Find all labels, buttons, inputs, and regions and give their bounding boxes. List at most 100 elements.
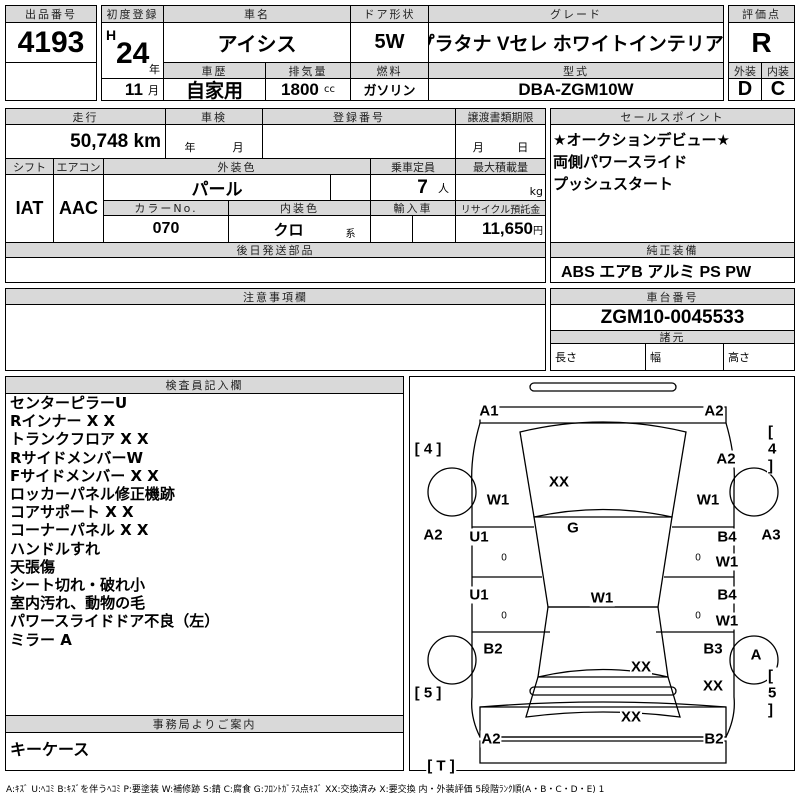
color-no: 070 bbox=[103, 215, 229, 243]
mileage: 50,748 km bbox=[5, 124, 166, 159]
later-parts-label: 後日発送部品 bbox=[5, 242, 546, 258]
reg-no-label: 登録番号 bbox=[262, 108, 456, 125]
door-label: ドア形状 bbox=[350, 5, 429, 23]
damage-mark: [ T ] bbox=[426, 757, 456, 775]
notes bbox=[5, 304, 546, 371]
inspector-item: 室内汚れ、動物の毛 bbox=[10, 594, 146, 613]
inspector-item: 天張傷 bbox=[10, 557, 56, 576]
damage-mark: [ 4 ] bbox=[413, 440, 443, 458]
month-unit: 月 bbox=[148, 83, 159, 97]
damage-mark: B4 bbox=[716, 528, 738, 546]
lot-label: 出品番号 bbox=[5, 5, 97, 23]
year-unit: 年 bbox=[149, 63, 160, 76]
grade-label: グレード bbox=[428, 5, 724, 23]
damage-mark: W1 bbox=[485, 491, 511, 509]
inspector-label: 検査員記入欄 bbox=[5, 376, 404, 394]
later-parts bbox=[5, 257, 546, 283]
office-label: 事務局よりご案内 bbox=[5, 715, 404, 733]
recycle-unit: 円 bbox=[533, 225, 543, 237]
transfer-label: 譲渡書類期限 bbox=[455, 108, 546, 125]
damage-mark: 0 bbox=[694, 552, 702, 564]
door-type: 5W bbox=[350, 22, 429, 63]
inspector-notes: センターピラーU Rインナー X X トランクフロア X X RサイドメンバーW… bbox=[5, 393, 404, 716]
transfer-month-unit: 月 bbox=[472, 141, 484, 154]
damage-mark: U1 bbox=[468, 528, 490, 546]
damage-mark: A2 bbox=[480, 730, 502, 748]
damage-mark: W1 bbox=[589, 589, 615, 607]
inspector-item: ロッカーパネル修正機跡 bbox=[10, 485, 175, 504]
damage-mark: XX bbox=[547, 473, 571, 491]
damage-mark: XX bbox=[619, 708, 643, 726]
inspector-item: RサイドメンバーW bbox=[10, 448, 144, 467]
model: DBA-ZGM10W bbox=[428, 78, 724, 101]
recycle-value: 11,650 bbox=[481, 219, 533, 238]
damage-mark: A2 bbox=[422, 526, 444, 544]
displacement-unit: cc bbox=[323, 84, 335, 95]
damage-mark: 0 bbox=[500, 552, 508, 564]
month: 11 bbox=[124, 79, 143, 99]
damage-mark: [ 4 ] bbox=[767, 423, 785, 475]
int-score-label: 内装 bbox=[761, 62, 795, 79]
inspector-item: パワースライドドア不良（左） bbox=[10, 612, 220, 631]
damage-mark: XX bbox=[701, 677, 725, 695]
ext-color-extra bbox=[330, 174, 371, 201]
first-reg-month: 11 月 bbox=[101, 78, 164, 101]
capacity: 7 人 bbox=[370, 174, 456, 201]
spec-label: 諸元 bbox=[550, 330, 795, 344]
damage-mark: [ 5 ] bbox=[767, 667, 785, 719]
lot-empty bbox=[5, 62, 97, 101]
capacity-label: 乗車定員 bbox=[370, 158, 456, 175]
damage-mark: U1 bbox=[468, 586, 490, 604]
damage-mark: W1 bbox=[695, 491, 721, 509]
length: 長さ bbox=[550, 343, 646, 371]
era: H bbox=[106, 27, 117, 43]
damage-mark: 0 bbox=[694, 610, 702, 622]
inspector-item: コーナーパネル X X bbox=[10, 521, 149, 540]
damage-diagram: A1 A2 [ 4 ] [ 4 ] A2 XX W1 W1 G A2 U1 B4… bbox=[409, 376, 795, 775]
sales-points: ★オークションデビュー★ 両側パワースライド プッシュスタート bbox=[550, 124, 795, 243]
inspector-item: シート切れ・破れ小 bbox=[10, 576, 146, 595]
damage-mark: A3 bbox=[760, 526, 782, 544]
color-no-label: カラーNo. bbox=[103, 200, 229, 216]
reg-no bbox=[262, 124, 456, 159]
damage-mark: A bbox=[750, 646, 762, 664]
transfer: 月日 bbox=[455, 124, 546, 159]
mileage-label: 走行 bbox=[5, 108, 166, 125]
damage-mark: G bbox=[566, 519, 580, 537]
ext-score-label: 外装 bbox=[728, 62, 762, 79]
grade: プラタナ Vセレ ホワイトインテリアP bbox=[428, 22, 724, 63]
car-name: アイシス bbox=[163, 22, 351, 63]
legend: A:ｷｽﾞ U:ﾍｺﾐ B:ｷｽﾞを伴うﾍｺﾐ P:要塗装 W:補修跡 S:錆 … bbox=[6, 785, 605, 795]
max-load-label: 最大積載量 bbox=[455, 158, 546, 175]
ac-label: エアコン bbox=[53, 158, 104, 175]
int-color-value: クロ bbox=[273, 221, 304, 239]
year: 24 bbox=[116, 37, 150, 70]
first-reg-label: 初度登録 bbox=[101, 5, 164, 23]
capacity-unit: 人 bbox=[438, 181, 449, 195]
damage-mark: B4 bbox=[716, 586, 738, 604]
damage-mark: B2 bbox=[482, 640, 504, 658]
sales-label: セールスポイント bbox=[550, 108, 795, 125]
inspection-year-unit: 年 bbox=[184, 141, 196, 154]
import-b bbox=[412, 215, 456, 243]
history-label: 車歴 bbox=[163, 62, 266, 79]
car-outline-icon bbox=[427, 382, 779, 764]
equipment-label: 純正装備 bbox=[550, 242, 795, 258]
shift: IAT bbox=[5, 174, 54, 243]
sales-item: ★オークションデビュー★ bbox=[553, 131, 730, 149]
inspection: 年月 bbox=[165, 124, 263, 159]
int-score: C bbox=[761, 78, 795, 101]
inspector-item: コアサポート X X bbox=[10, 503, 134, 522]
int-color-label: 内装色 bbox=[228, 200, 371, 216]
damage-mark: A2 bbox=[703, 402, 725, 420]
int-color-unit: 系 bbox=[345, 229, 356, 240]
shift-label: シフト bbox=[5, 158, 54, 175]
ext-color-label: 外装色 bbox=[103, 158, 371, 175]
inspection-month-unit: 月 bbox=[232, 141, 244, 154]
import-label: 輸入車 bbox=[370, 200, 456, 216]
damage-mark: W1 bbox=[714, 612, 740, 630]
chassis-label: 車台番号 bbox=[550, 288, 795, 305]
ac: AAC bbox=[53, 174, 104, 243]
history: 自家用 bbox=[163, 78, 266, 101]
inspector-item: センターピラーU bbox=[10, 394, 128, 412]
